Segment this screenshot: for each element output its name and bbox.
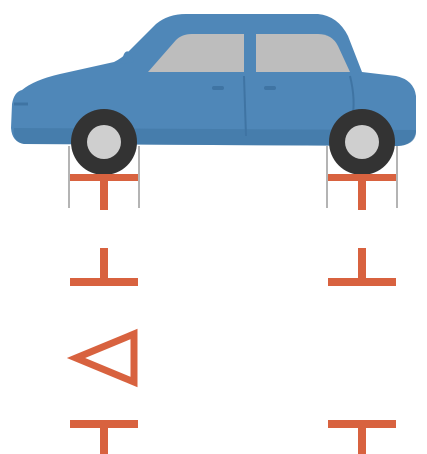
down-tack-icon bbox=[70, 174, 138, 210]
car-front-wheel bbox=[71, 109, 137, 175]
car-front-handle bbox=[212, 86, 224, 90]
symbols bbox=[70, 174, 396, 454]
up-tack-icon bbox=[328, 248, 396, 286]
down-tack-icon bbox=[70, 420, 138, 454]
hubcap bbox=[87, 125, 121, 159]
car-illustration-icon bbox=[11, 14, 416, 175]
car-b-pillar bbox=[244, 32, 256, 74]
hubcap bbox=[345, 125, 379, 159]
down-tack-icon bbox=[328, 174, 396, 210]
down-tack-icon bbox=[328, 420, 396, 454]
up-tack-icon bbox=[70, 248, 138, 286]
car-rear-handle bbox=[264, 86, 276, 90]
car-rear-wheel bbox=[329, 109, 395, 175]
left-triangle-icon bbox=[76, 334, 134, 382]
